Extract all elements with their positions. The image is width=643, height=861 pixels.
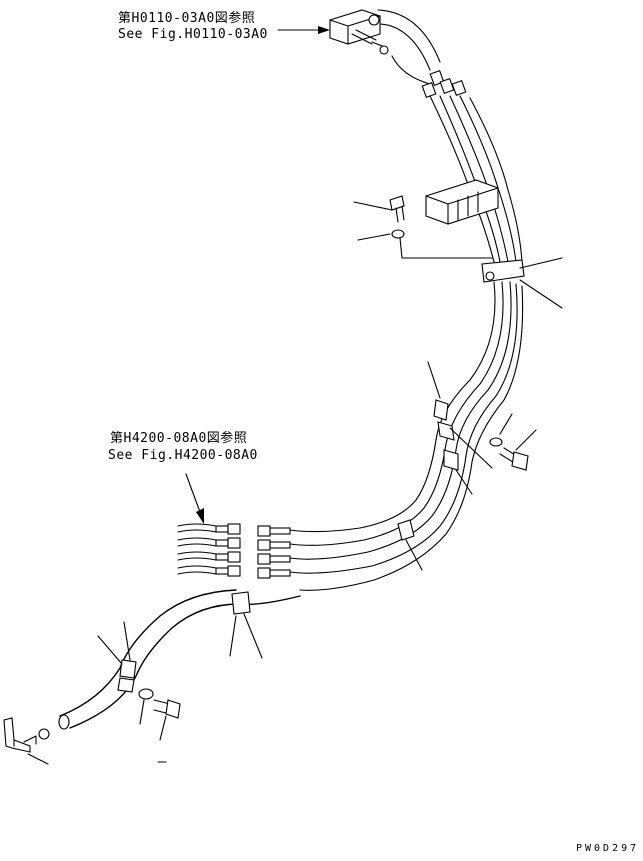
- clamp-upper: [481, 257, 563, 309]
- bottom-tube: [58, 589, 301, 763]
- ref1-leader-arrow: [277, 26, 330, 34]
- reference-1-english: See Fig.H0110-03A0: [118, 27, 268, 42]
- reference-1-japanese: 第H0110-03A0図参照: [118, 11, 256, 26]
- bottom-left-bracket: [3, 717, 50, 765]
- bolt-right: [499, 429, 537, 471]
- hose-bundle-lower: [289, 281, 524, 591]
- hose-bundle-middle: [429, 95, 523, 263]
- clamp-block: [425, 179, 499, 225]
- hose-fittings: [177, 523, 291, 579]
- clamp-lower-bundle: [397, 519, 423, 571]
- clamp-mid-right: [427, 361, 513, 495]
- reference-2-japanese: 第H4200-08A0図参照: [110, 431, 248, 446]
- ref2-leader-arrow: [185, 473, 204, 524]
- hose-bundle-upper: [377, 9, 467, 99]
- document-code: PW0D297: [576, 843, 640, 854]
- reference-2-english: See Fig.H4200-08A0: [108, 448, 258, 463]
- upper-connector-block: [329, 9, 389, 55]
- bolt-and-washer-upper: [353, 195, 493, 259]
